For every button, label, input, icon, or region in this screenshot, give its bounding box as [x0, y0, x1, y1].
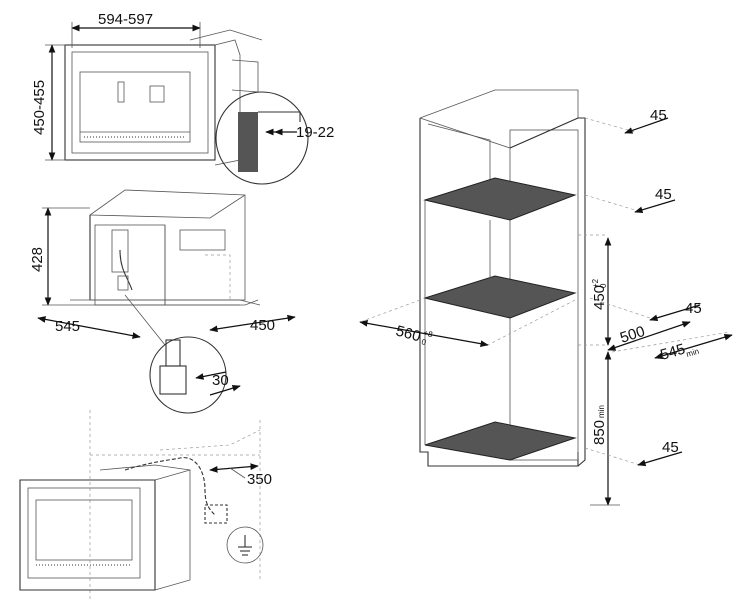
shelf-bottom: [424, 421, 577, 461]
dim-cabinet-depth-top: 45: [650, 107, 667, 124]
dim-cable-length: 350: [247, 471, 272, 488]
dim-height-range: 450-455: [31, 80, 48, 135]
dim-niche-width-sup: +8: [422, 328, 434, 339]
dim-niche-width-sub: 0: [420, 337, 427, 347]
shelf-middle: [423, 275, 577, 319]
dim-cabinet-depth-upper: 45: [655, 186, 672, 203]
appliance-body-view: 428 545 450 30: [29, 189, 296, 414]
cabinet-view: 45 45 450 +2 0 45 500 545min 560: [359, 89, 733, 506]
dim-body-depth: 545: [55, 318, 80, 335]
dim-right-depth-mid: 45: [685, 300, 702, 317]
dim-cabinet-depth-total: 545min: [658, 337, 700, 366]
dim-body-height: 428: [29, 247, 46, 272]
dim-body-width: 450: [250, 317, 275, 334]
dim-width-range: 594-597: [98, 11, 153, 28]
shelf-top: [423, 177, 577, 221]
dim-pipe-distance: 30: [212, 372, 229, 389]
dim-frame-depth: 19-22: [296, 124, 334, 141]
dim-niche-height-sup: +2: [591, 278, 600, 288]
appliance-front-view: 594-597 450-455 19-22: [31, 11, 334, 185]
dim-niche-depth: 500: [618, 323, 647, 347]
dim-niche-height-sub: 0: [599, 283, 608, 288]
dim-cabinet-depth-bottom: 45: [662, 439, 679, 456]
dim-floor-height: 850min: [591, 405, 608, 445]
dim-niche-width: 560: [394, 322, 423, 345]
dim-niche-height: 450: [591, 285, 608, 310]
appliance-installed-view: 350: [19, 410, 272, 600]
